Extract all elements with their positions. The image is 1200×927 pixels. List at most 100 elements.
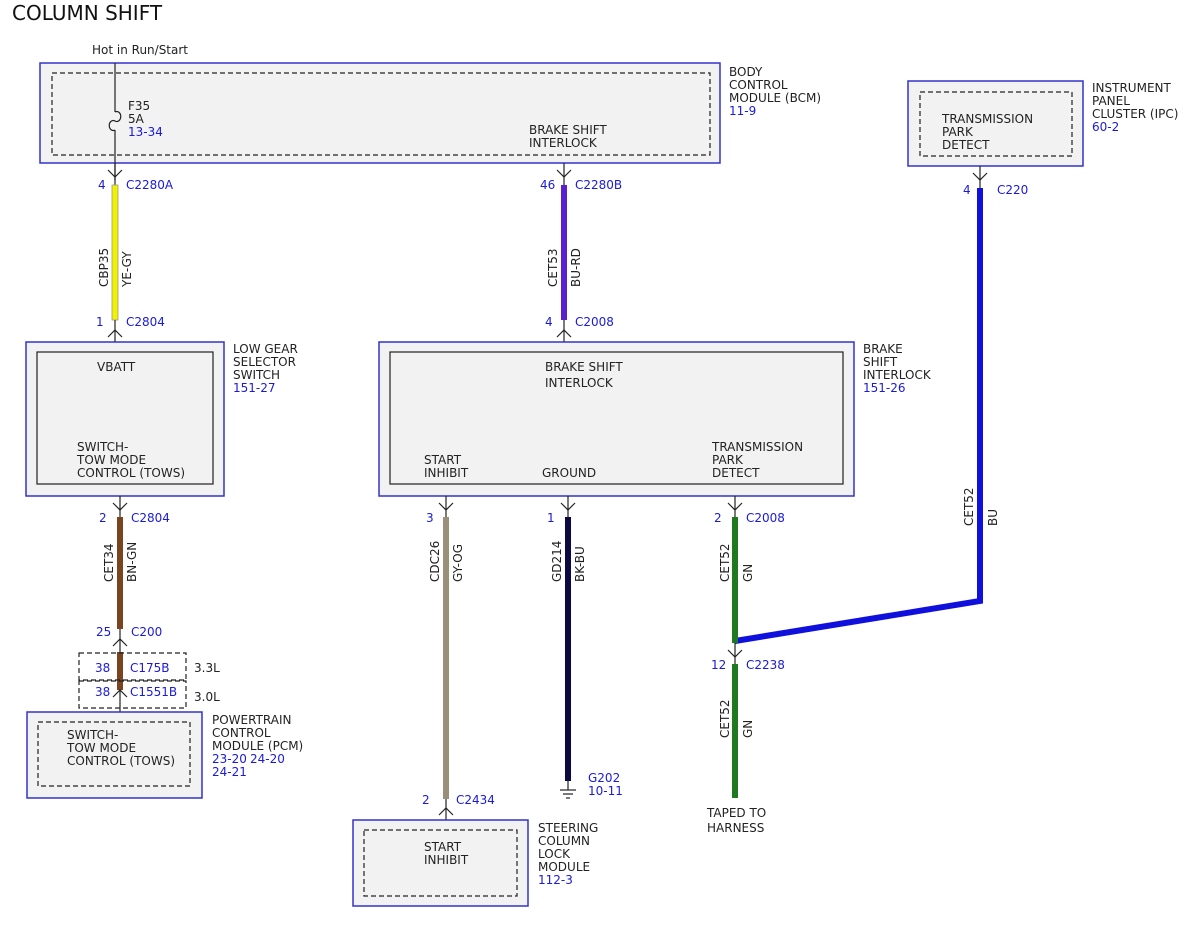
bsi-start-label-2: INHIBIT — [424, 466, 469, 480]
fuse-ref[interactable]: 13-34 — [128, 125, 163, 139]
ipc-ref[interactable]: 60-2 — [1092, 120, 1119, 134]
lgs-ref[interactable]: 151-27 — [233, 381, 276, 395]
c175b-name[interactable]: C175B — [130, 661, 170, 675]
wire-cet52-bu — [734, 188, 983, 644]
connector-arrow-icon — [727, 649, 743, 658]
wire-cet52-bu-circuit: CET52 — [962, 487, 976, 526]
bsi-name-2: SHIFT — [863, 355, 898, 369]
ipc-pin-label-2: PARK — [942, 125, 974, 139]
wire-cet52-gn-color: GN — [741, 564, 755, 582]
bsi-top-label-1: BRAKE SHIFT — [545, 360, 623, 374]
c2238-pin: 12 — [711, 658, 726, 672]
c2280a-name[interactable]: C2280A — [126, 178, 174, 192]
c200-name[interactable]: C200 — [131, 625, 162, 639]
c2804-bot-name[interactable]: C2804 — [131, 511, 170, 525]
bsi-ref[interactable]: 151-26 — [863, 381, 906, 395]
bcm-module[interactable] — [39, 62, 721, 164]
connector-arrow-icon — [972, 172, 988, 181]
lgs-bottom-label-2: TOW MODE — [76, 453, 146, 467]
c2804-top-name[interactable]: C2804 — [126, 315, 165, 329]
pcm-module[interactable] — [26, 711, 203, 799]
c2804-bot-pin: 2 — [99, 511, 107, 525]
ipc-name-2: PANEL — [1092, 94, 1130, 108]
c2280b-pin: 46 — [540, 178, 555, 192]
taped-label-2: HARNESS — [707, 821, 764, 835]
wire-cet52-gn-circuit: CET52 — [718, 543, 732, 582]
wire-cet53 — [561, 185, 567, 320]
ipc-name-3: CLUSTER (IPC) — [1092, 107, 1178, 121]
c2280a-pin: 4 — [98, 178, 106, 192]
sclm-name-2: COLUMN — [538, 834, 590, 848]
pcm-name-3: MODULE (PCM) — [212, 739, 303, 753]
wire-cet53-color: BU-RD — [569, 248, 583, 287]
ground-pin: 1 — [547, 511, 555, 525]
taped-label-1: TAPED TO — [706, 806, 766, 820]
pcm-ref-3[interactable]: 24-21 — [212, 765, 247, 779]
bsi-tpd-label-1: TRANSMISSION — [711, 440, 803, 454]
sclm-ref[interactable]: 112-3 — [538, 873, 573, 887]
wire-gd214-color: BK-BU — [573, 546, 587, 582]
start-inhibit-pin: 3 — [426, 511, 434, 525]
c1551b-name[interactable]: C1551B — [130, 685, 177, 699]
fuse-name: F35 — [128, 99, 150, 113]
ground-ref[interactable]: 10-11 — [588, 784, 623, 798]
wire-cet52-gn-2 — [732, 664, 738, 798]
ipc-pin-label-3: DETECT — [942, 138, 990, 152]
wire-cbp35-circuit: CBP35 — [97, 248, 111, 287]
ipc-module[interactable] — [907, 80, 1084, 167]
c2008-bot-name[interactable]: C2008 — [746, 511, 785, 525]
c2804-top-pin: 1 — [96, 315, 104, 329]
wire-cet34 — [117, 517, 123, 629]
steering-column-lock-module[interactable] — [352, 819, 529, 907]
page-title: COLUMN SHIFT — [12, 1, 163, 25]
bsi-tpd-label-3: DETECT — [712, 466, 760, 480]
sclm-pin-label-1: START — [424, 840, 462, 854]
lgs-name-2: SELECTOR — [233, 355, 296, 369]
connector-arrow-icon — [560, 502, 576, 511]
connector-arrow-icon — [727, 502, 743, 511]
c1551b-engine: 3.0L — [194, 690, 220, 704]
wire-cet53-circuit: CET53 — [546, 248, 560, 287]
bcm-pin-label-2: INTERLOCK — [529, 136, 598, 150]
ground-icon — [560, 781, 576, 799]
option-box-3-0l — [78, 680, 187, 709]
wire-gd214-circuit: GD214 — [550, 541, 564, 582]
c175b-pin: 38 — [95, 661, 110, 675]
c2434-pin: 2 — [422, 793, 430, 807]
ipc-name-1: INSTRUMENT — [1092, 81, 1171, 95]
bcm-name-3: MODULE (BCM) — [729, 91, 821, 105]
c2008-bot-pin: 2 — [714, 511, 722, 525]
pcm-pin-label-2: TOW MODE — [66, 741, 136, 755]
wire-cet52-gn2-circuit: CET52 — [718, 699, 732, 738]
connector-arrow-icon — [556, 329, 572, 338]
bsi-start-label-1: START — [424, 453, 462, 467]
sclm-name-4: MODULE — [538, 860, 590, 874]
bcm-ref[interactable]: 11-9 — [729, 104, 756, 118]
connector-arrow-icon — [107, 329, 123, 338]
sclm-pin-label-2: INHIBIT — [424, 853, 469, 867]
wire-gd214 — [565, 517, 571, 781]
c220-name[interactable]: C220 — [997, 183, 1028, 197]
low-gear-selector-switch[interactable] — [25, 341, 225, 497]
lgs-name-3: SWITCH — [233, 368, 280, 382]
wire-cbp35-color: YE-GY — [120, 251, 134, 288]
connector-arrow-icon — [556, 169, 572, 178]
lgs-name-1: LOW GEAR — [233, 342, 298, 356]
brake-shift-interlock-module[interactable] — [378, 341, 855, 497]
c2008-top-name[interactable]: C2008 — [575, 315, 614, 329]
lgs-top-label: VBATT — [97, 360, 136, 374]
connector-arrow-icon — [438, 502, 454, 511]
c2434-name[interactable]: C2434 — [456, 793, 495, 807]
pcm-ref-2[interactable]: 24-20 — [250, 752, 285, 766]
bcm-name-2: CONTROL — [729, 78, 788, 92]
pcm-ref-1[interactable]: 23-20 — [212, 752, 247, 766]
wire-cdc26-circuit: CDC26 — [428, 541, 442, 582]
c2238-name[interactable]: C2238 — [746, 658, 785, 672]
c2280b-name[interactable]: C2280B — [575, 178, 622, 192]
c1551b-pin: 38 — [95, 685, 110, 699]
bsi-tpd-label-2: PARK — [712, 453, 744, 467]
wire-cet34-circuit: CET34 — [102, 543, 116, 582]
wire-cbp35 — [111, 184, 119, 321]
ipc-pin-label-1: TRANSMISSION — [941, 112, 1033, 126]
